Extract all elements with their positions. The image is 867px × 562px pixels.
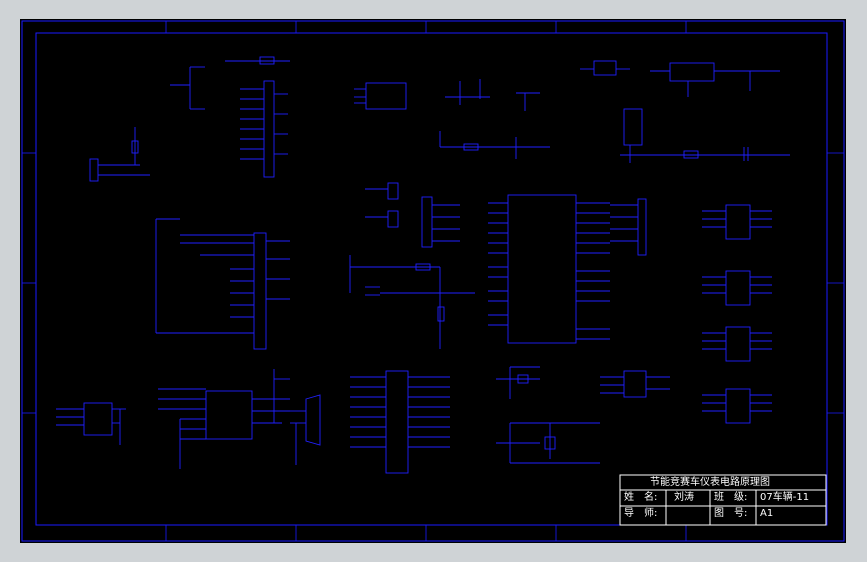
crystal-reset-circuit <box>349 255 475 349</box>
connector-strip-top <box>240 80 288 178</box>
driver-ic-2 <box>702 270 772 306</box>
drawing-no-value: A1 <box>760 508 774 519</box>
drawing-sheet: 节能竞赛车仪表电路原理图 姓 名: 刘涛 班 级: 07车辆-11 导 师: 图… <box>20 19 846 543</box>
input-stage-circuit <box>170 56 290 110</box>
interface-ic-left <box>56 402 126 445</box>
resistor-network <box>610 198 647 256</box>
name-value: 刘涛 <box>674 492 694 503</box>
name-label: 姓 名: <box>624 492 658 503</box>
drawing-no-label: 图 号: <box>714 508 748 519</box>
speed-sensor-circuit <box>496 366 600 464</box>
db9-serial-connector <box>290 394 321 465</box>
small-connector-left <box>89 127 150 182</box>
driver-ic-1 <box>702 204 772 240</box>
lcd-module-connector <box>155 218 290 350</box>
microcontroller-ic <box>488 194 610 344</box>
drawing-title: 节能竞赛车仪表电路原理图 <box>650 477 770 488</box>
voltage-regulators <box>580 60 780 97</box>
advisor-label: 导 师: <box>624 508 658 519</box>
sensor-input-chain <box>439 108 790 163</box>
zone-ticks <box>22 21 844 541</box>
title-block-frame <box>619 474 827 526</box>
counter-ic <box>600 370 670 398</box>
class-value: 07车辆-11 <box>760 492 810 503</box>
serial-transceiver-ic <box>158 369 290 469</box>
outer-frame <box>21 20 845 542</box>
class-label: 班 级: <box>714 492 748 503</box>
driver-ic-3 <box>702 326 772 362</box>
inner-frame <box>35 32 828 526</box>
schematic-canvas <box>21 20 845 542</box>
memory-ic <box>350 370 450 474</box>
driver-ic-4 <box>702 388 772 424</box>
switch-and-header <box>365 182 460 248</box>
oscillator-block <box>354 79 540 111</box>
